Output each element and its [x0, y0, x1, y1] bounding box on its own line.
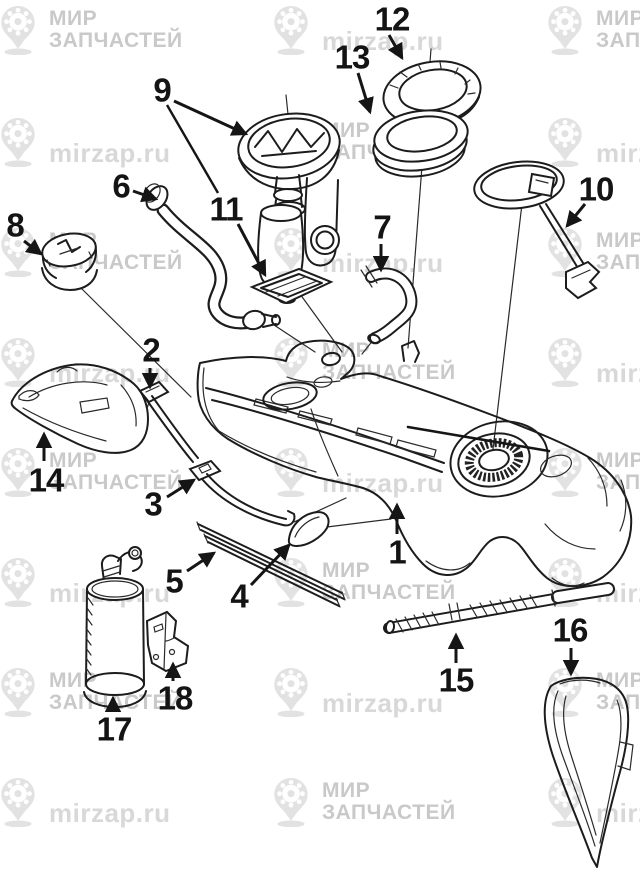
callout-9-arrow-2 — [165, 104, 220, 194]
fuel-cap-drawing — [41, 232, 98, 291]
callout-3-arrow — [166, 478, 197, 499]
watermark-site-text: mirzap.ru — [596, 358, 640, 388]
watermark-site: mirzap.ru — [273, 667, 444, 717]
callout-12-arrow — [387, 34, 404, 61]
callout-9-label: 9 — [153, 72, 171, 109]
callout-13-arrow — [356, 72, 374, 115]
watermark-pin-gear-icon — [1, 448, 35, 497]
callout-14-label: 14 — [29, 462, 65, 499]
callout-8-label: 8 — [6, 207, 24, 244]
watermark-pin-gear-icon — [1, 338, 35, 387]
watermark-site: mirzap.ru — [0, 117, 171, 167]
callout-3-label: 3 — [144, 486, 162, 523]
callout-1-label: 1 — [388, 534, 406, 571]
callout-12-label: 12 — [375, 1, 410, 38]
watermark-site-text: mirzap.ru — [49, 798, 171, 828]
callout-8-arrow — [23, 238, 43, 256]
seal-ring-drawing — [372, 109, 469, 178]
watermark-pin-gear-icon — [1, 668, 35, 717]
watermark-pin-gear-icon — [548, 118, 582, 167]
fuel-sender-drawing — [473, 160, 601, 300]
callout-4-label: 4 — [230, 578, 249, 615]
callout-15-label: 15 — [439, 662, 474, 699]
vapor-canister-drawing — [83, 546, 147, 708]
callout-13-label: 13 — [335, 39, 370, 76]
watermark-site-text: mirzap.ru — [596, 138, 640, 168]
watermark-site: mirzap.ru — [273, 5, 444, 55]
filler-pipe-drawing — [383, 582, 615, 634]
callout-11-label: 11 — [210, 191, 244, 228]
watermark-site-text: mirzap.ru — [322, 26, 444, 56]
callout-16-label: 16 — [553, 612, 588, 649]
watermark-site-text: mirzap.ru — [596, 798, 640, 828]
callout-17-label: 17 — [97, 711, 132, 748]
watermark-pin-gear-icon — [274, 6, 308, 55]
watermark-site: mirzap.ru — [547, 117, 640, 167]
strap-bracket-drawing — [138, 380, 170, 410]
watermark-pin-gear-icon — [548, 448, 582, 497]
strap-wedge-drawing — [287, 510, 330, 548]
watermark-pin-gear-icon — [1, 6, 35, 55]
watermark-pin-gear-icon — [1, 558, 35, 607]
callout-10-label: 10 — [579, 171, 614, 208]
tank-strap-drawing — [145, 395, 296, 527]
callout-5-arrow — [186, 551, 217, 573]
callout-10-arrow — [565, 203, 587, 228]
heat-shield-drawing — [10, 363, 149, 454]
callout-2-label: 2 — [142, 332, 160, 369]
callout-4-arrow — [249, 543, 291, 587]
fuel-tank-drawing — [196, 339, 633, 588]
pump-strainer-drawing — [249, 267, 334, 305]
watermark-pin-gear-icon — [1, 118, 35, 167]
watermark-site: mirzap.ru — [547, 337, 640, 387]
watermark-site-text: mirzap.ru — [49, 138, 171, 168]
watermark-pin-gear-icon — [548, 228, 582, 277]
callout-11-arrow — [236, 223, 267, 278]
watermark-pin-gear-icon — [548, 558, 582, 607]
watermark-pin-gear-icon — [548, 6, 582, 55]
watermark-pin-gear-icon — [548, 338, 582, 387]
callout-7-label: 7 — [373, 209, 390, 246]
watermark-site-text: mirzap.ru — [322, 688, 444, 718]
watermark-site: mirzap.ru — [0, 777, 171, 827]
watermark-pin-gear-icon — [1, 778, 35, 827]
watermark-site: mirzap.ru — [547, 557, 640, 607]
watermark-pin-gear-icon — [274, 778, 308, 827]
filler-shield-drawing — [543, 676, 634, 868]
canister-bracket-drawing — [145, 610, 190, 673]
callout-9-arrow-1 — [173, 99, 249, 136]
callout-5-label: 5 — [165, 563, 183, 600]
breather-hose-drawing — [360, 265, 418, 345]
watermark-pin-gear-icon — [274, 668, 308, 717]
callout-6-label: 6 — [112, 168, 130, 205]
callout-18-label: 18 — [158, 680, 193, 717]
insulator-strips-drawing — [196, 521, 346, 608]
callout-6-arrow — [132, 186, 159, 203]
